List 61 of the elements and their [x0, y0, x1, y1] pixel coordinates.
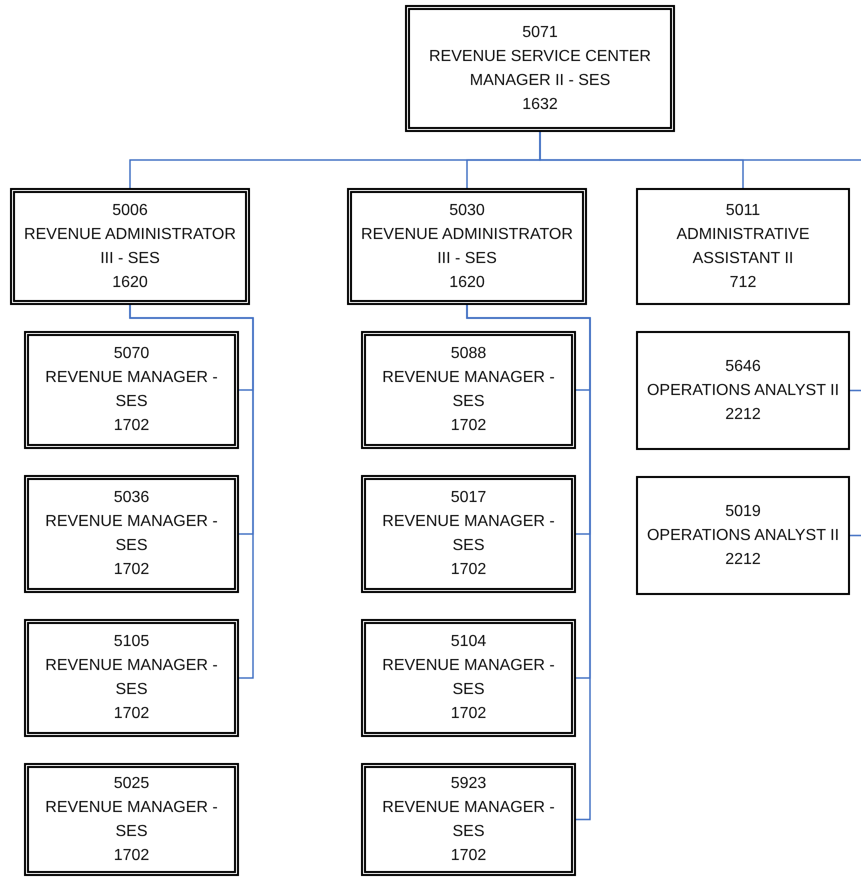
job-code: 1632	[522, 94, 558, 114]
job-code: 1702	[114, 704, 150, 724]
job-code: 2212	[725, 550, 761, 570]
node-number: 5011	[726, 200, 760, 220]
job-code: 2212	[725, 404, 761, 424]
job-code: 1702	[114, 846, 150, 866]
job-title: REVENUE MANAGER - SES	[44, 512, 219, 556]
job-code: 1702	[450, 416, 486, 436]
job-title: REVENUE MANAGER - SES	[381, 798, 556, 842]
job-code: 1702	[450, 560, 486, 580]
job-title: REVENUE ADMINISTRATOR III - SES	[23, 224, 237, 268]
node-number: 5017	[450, 488, 486, 508]
position-box	[24, 763, 239, 876]
connector-line	[850, 390, 861, 392]
position-box	[636, 331, 850, 450]
node-number: 5646	[725, 356, 761, 376]
position-box	[405, 5, 675, 132]
job-title: ADMINISTRATIVE ASSISTANT II	[675, 224, 811, 268]
job-code: 712	[730, 272, 756, 292]
node-number: 5036	[114, 488, 150, 508]
connector-line	[539, 132, 861, 161]
node-number: 5030	[449, 200, 485, 220]
node-number: 5088	[450, 344, 486, 364]
position-box	[636, 188, 850, 305]
position-box	[361, 331, 576, 449]
position-box	[24, 619, 239, 737]
position-box	[24, 331, 239, 449]
job-title: REVENUE MANAGER - SES	[44, 798, 219, 842]
node-number: 5019	[725, 502, 761, 522]
job-code: 1620	[449, 272, 485, 292]
job-title: REVENUE ADMINISTRATOR III - SES	[360, 224, 574, 268]
connector-line	[850, 534, 861, 536]
node-number: 5006	[112, 200, 148, 220]
job-title: REVENUE MANAGER - SES	[44, 656, 219, 700]
job-title: REVENUE MANAGER - SES	[381, 368, 556, 412]
node-number: 5025	[114, 774, 150, 794]
connector-line	[466, 305, 591, 820]
position-box	[361, 763, 576, 876]
position-box	[10, 188, 250, 305]
node-number: 5070	[114, 344, 150, 364]
position-box	[24, 475, 239, 593]
job-code: 1620	[112, 272, 148, 292]
connector-line	[129, 305, 254, 679]
job-title: OPERATIONS ANALYST II	[646, 526, 840, 546]
job-title: OPERATIONS ANALYST II	[646, 380, 840, 400]
job-code: 1702	[450, 846, 486, 866]
job-title: REVENUE MANAGER - SES	[381, 512, 556, 556]
job-title: REVENUE MANAGER - SES	[44, 368, 219, 412]
position-box	[361, 475, 576, 593]
position-box	[636, 476, 850, 595]
job-code: 1702	[114, 560, 150, 580]
job-code: 1702	[114, 416, 150, 436]
node-number: 5104	[450, 632, 486, 652]
node-number: 5923	[450, 774, 486, 794]
position-box	[347, 188, 587, 305]
node-number: 5071	[522, 22, 558, 42]
position-box	[361, 619, 576, 737]
node-number: 5105	[114, 632, 150, 652]
job-title: REVENUE SERVICE CENTER MANAGER II - SES	[428, 46, 652, 90]
job-code: 1702	[450, 704, 486, 724]
job-title: REVENUE MANAGER - SES	[381, 656, 556, 700]
